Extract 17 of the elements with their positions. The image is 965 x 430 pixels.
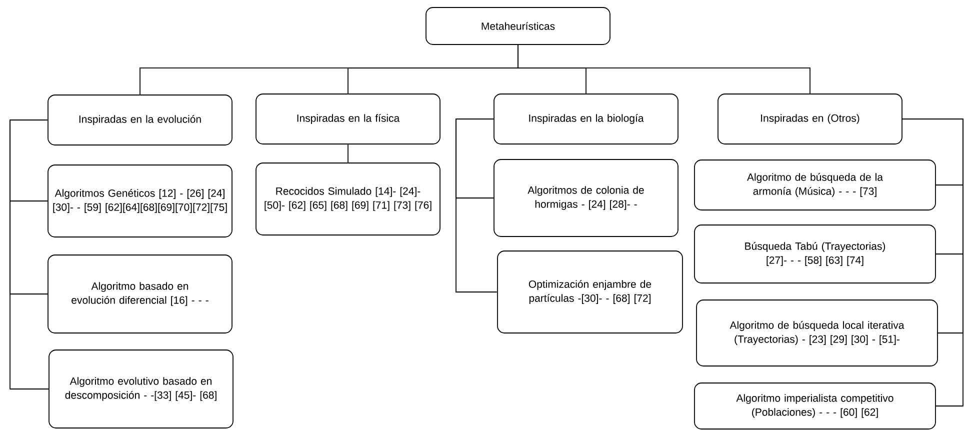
method-box: Algoritmo de búsqueda de la armonía (Música) - - - [73] [694,160,936,210]
category-box: Inspiradas en la biología [494,94,678,144]
method-box: Algoritmo basado en evolución diferencial [16] - - - [48,254,232,334]
category-box: Inspiradas en (Otros) [718,94,902,144]
category-box: Inspiradas en la evolución [48,94,232,146]
category-box: Inspiradas en la física [256,94,440,144]
method-box: Optimización enjambre de partículas -[30]- - [68] [72] [497,250,683,334]
method-box: Algoritmo de búsqueda local iterativa (Trayectorias) - [23] [29] [30] - [51]- [696,300,938,366]
root-box: Metaheurísticas [426,7,610,45]
method-box: Algoritmos de colonia de hormigas - [24] [28]- - [494,159,678,237]
method-box: Algoritmo evolutivo basado en descomposición - -[33] [45]- [68] [48,350,234,428]
method-box: Algoritmo imperialista competitivo (Poblaciones) - - - [60] [62] [694,382,936,430]
method-box: Algoritmos Genéticos [12] - [26] [24] [30]- - [59] [62][64][68][69][70][72][75] [48,164,232,238]
connector-line [10,120,50,390]
method-box: Búsqueda Tabú (Trayectorias) [27]- - - [58] [63] [74] [694,224,936,284]
connector-line [456,118,498,292]
method-box: Recocidos Simulado [14]- [24]- [50]- [62] [65] [68] [69] [71] [73] [76] [256,162,440,236]
